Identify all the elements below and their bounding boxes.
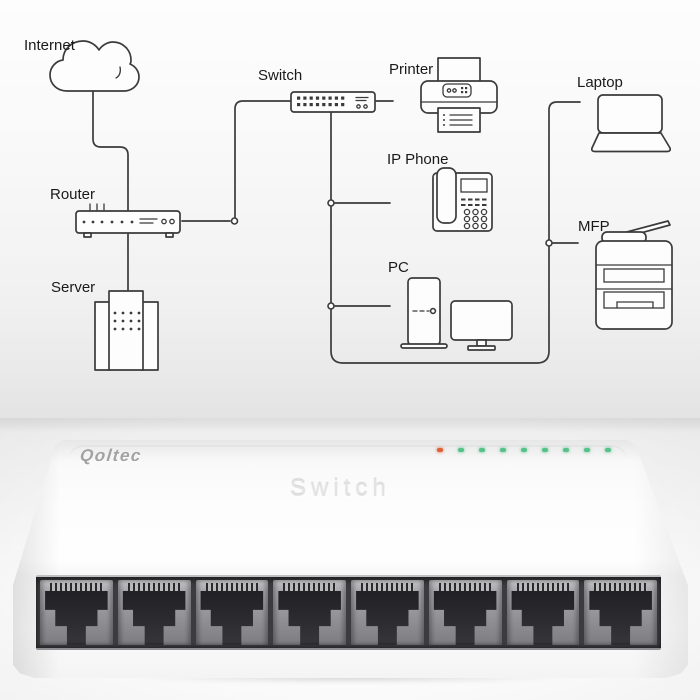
- led-indicator: [584, 448, 590, 452]
- led-indicator: [605, 448, 611, 452]
- rj45-port: [40, 580, 113, 645]
- port-pins: [283, 583, 336, 591]
- port-row: [36, 577, 661, 648]
- printer-icon: [420, 57, 498, 133]
- mfp-icon: [595, 220, 673, 330]
- led-indicator: [542, 448, 548, 452]
- rj45-port: [195, 580, 269, 645]
- label-switch: Switch: [258, 67, 302, 84]
- phone-keypad: [463, 208, 488, 230]
- port-cavity: [589, 591, 652, 645]
- pc-icon: [400, 277, 513, 351]
- port-recess: [36, 575, 661, 650]
- led-indicator: [500, 448, 506, 452]
- product-photo: Qoltec Switch: [0, 418, 700, 700]
- router-icon: [75, 203, 181, 238]
- switch-device: Qoltec Switch: [13, 440, 688, 678]
- port-cavity: [122, 591, 186, 645]
- port-pins: [50, 583, 103, 591]
- rj45-port: [117, 580, 191, 645]
- port-pins: [516, 583, 570, 591]
- port-pins: [594, 583, 647, 591]
- port-cavity: [45, 591, 108, 645]
- led-indicator: [479, 448, 485, 452]
- port-pins: [127, 583, 181, 591]
- label-router: Router: [50, 186, 95, 203]
- port-cavity: [356, 591, 419, 645]
- internet-cloud-icon: [49, 40, 140, 92]
- rj45-port: [428, 580, 502, 645]
- led-indicator: [458, 448, 464, 452]
- led-indicator: [437, 448, 443, 452]
- led-indicator: [521, 448, 527, 452]
- rj45-port: [351, 580, 424, 645]
- port-pins: [205, 583, 259, 591]
- laptop-icon: [590, 94, 672, 153]
- port-cavity: [278, 591, 341, 645]
- device-top-rim: [69, 445, 626, 463]
- label-laptop: Laptop: [577, 74, 623, 91]
- rj45-port: [506, 580, 580, 645]
- switch-ports-dots: [297, 96, 345, 107]
- label-ip-phone: IP Phone: [387, 151, 448, 168]
- port-cavity: [511, 591, 575, 645]
- embossed-model-text: Switch: [290, 475, 391, 502]
- phone-dashes: [461, 198, 487, 206]
- label-internet: Internet: [24, 37, 76, 54]
- server-icon: [94, 290, 159, 371]
- diagram-canvas: Internet Router Server Switch Printer IP…: [24, 37, 673, 371]
- led-indicator: [563, 448, 569, 452]
- port-cavity: [200, 591, 264, 645]
- junction-dot: [327, 199, 335, 207]
- label-server: Server: [51, 279, 95, 296]
- port-pins: [438, 583, 492, 591]
- port-cavity: [433, 591, 497, 645]
- ip-phone-icon: [432, 167, 493, 232]
- network-diagram: Internet Router Server Switch Printer IP…: [0, 0, 700, 418]
- rj45-port: [584, 580, 657, 645]
- led-strip: [437, 448, 611, 452]
- junction-dot: [230, 217, 239, 225]
- label-printer: Printer: [389, 61, 433, 78]
- junction-dot: [327, 302, 335, 310]
- port-pins: [361, 583, 414, 591]
- network-wires: [92, 91, 581, 364]
- label-mfp: MFP: [578, 218, 610, 235]
- label-pc: PC: [388, 259, 409, 276]
- server-dots: [113, 311, 141, 331]
- junction-dot: [545, 239, 553, 247]
- rj45-port: [273, 580, 346, 645]
- brand-logo: Qoltec: [79, 446, 143, 465]
- switch-icon: [290, 91, 376, 113]
